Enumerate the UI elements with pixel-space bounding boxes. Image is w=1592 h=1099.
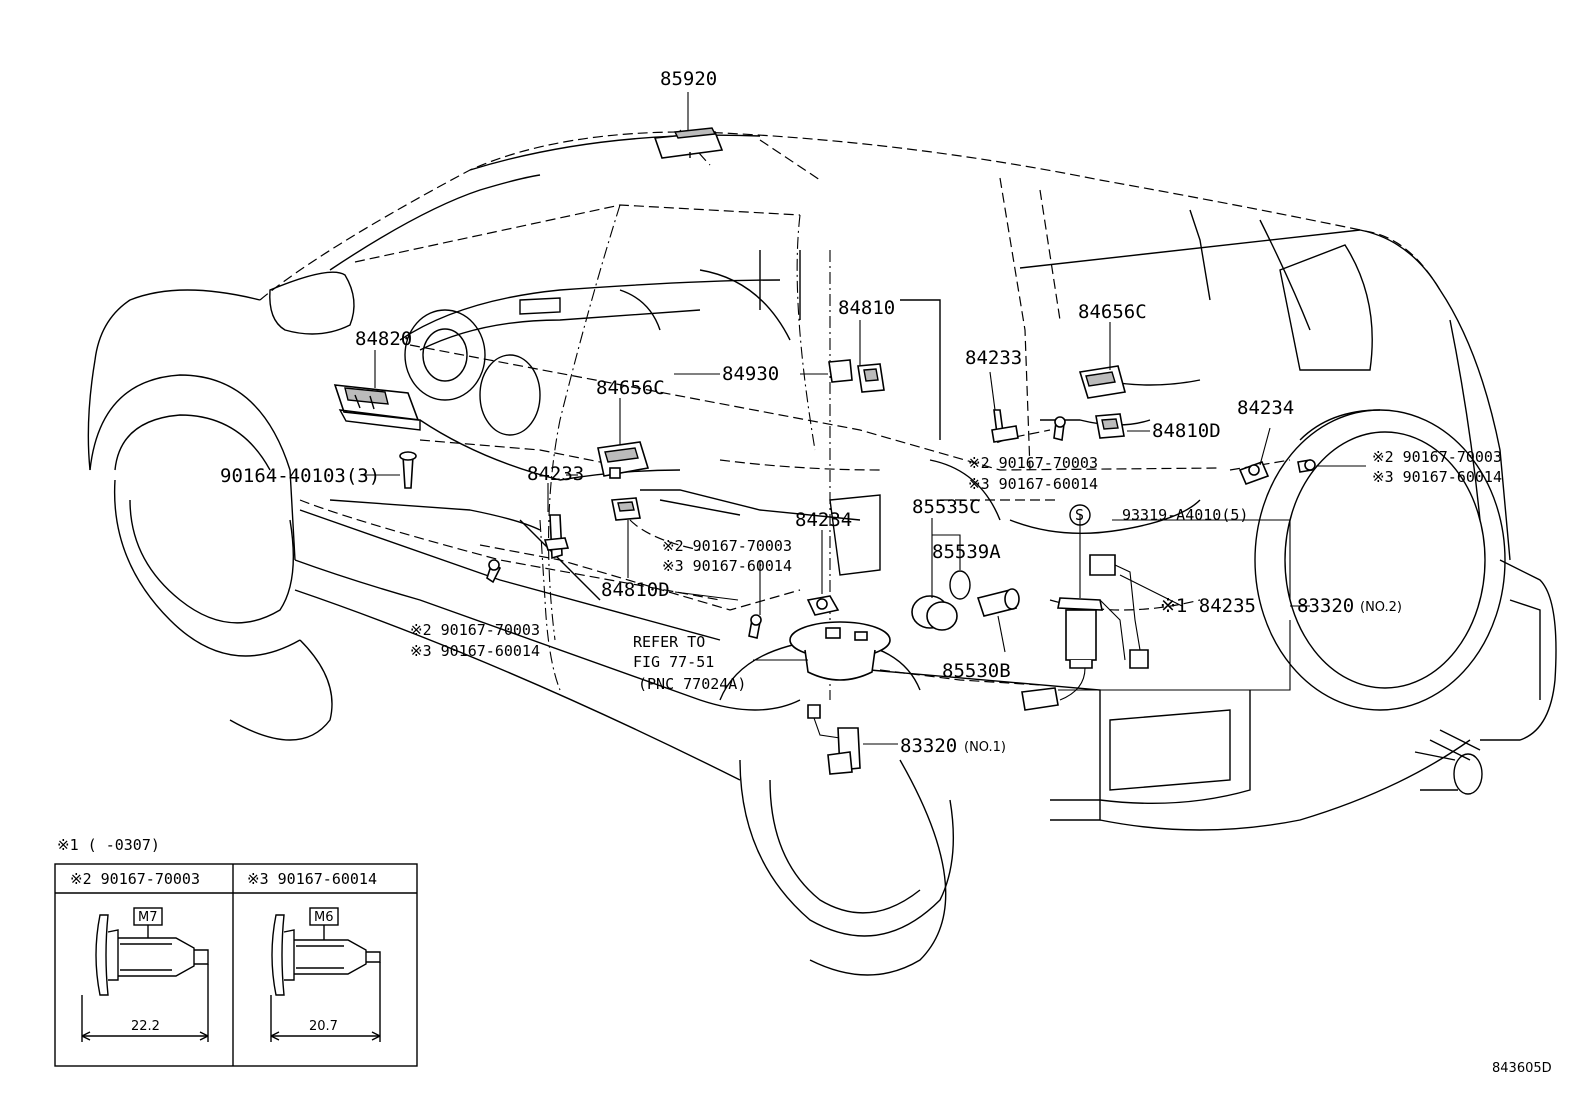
part-85920-shape	[653, 127, 724, 159]
label-c-rt-b: ※3 90167-60014	[1372, 468, 1502, 486]
part-84234-center-shape	[806, 595, 840, 616]
figure-id: 843605D	[1492, 1061, 1552, 1076]
part-85539A-shape	[949, 570, 971, 600]
label-84235: ※1 84235	[1160, 595, 1256, 617]
legend-col2-header: ※3 90167-60014	[247, 870, 377, 888]
label-85535C: 85535C	[912, 496, 981, 518]
label-84810D-center: 84810D	[601, 579, 670, 601]
part-bolt-rt-shape	[1297, 459, 1316, 473]
part-84810-shape	[857, 363, 885, 393]
legend-table: ※1 ( -0307) ※2 90167-70003 ※3 90167-6001…	[54, 836, 418, 1067]
label-s-symbol: S	[1075, 506, 1084, 524]
part-bolt-left-shape	[486, 559, 502, 584]
vehicle-outline	[87, 131, 1557, 976]
label-c-rmid-a: ※2 90167-70003	[968, 454, 1098, 472]
part-bolt-rmid-shape	[1053, 416, 1066, 441]
label-85920: 85920	[660, 68, 717, 90]
part-fuel-pump-no1-shape	[789, 621, 891, 681]
part-85535C-shape	[911, 595, 958, 631]
legend-frame	[54, 863, 418, 1067]
part-84233-left-shape	[543, 514, 570, 560]
label-c-rt-a: ※2 90167-70003	[1372, 448, 1502, 466]
callout-labels: 85920 84820 84810 84930 84656C 84656C 84…	[220, 68, 1502, 757]
label-refer-1: REFER TO	[633, 633, 705, 651]
label-84233-right: 84233	[965, 347, 1022, 369]
part-84810D-center-shape	[611, 497, 641, 521]
part-84234-right-shape	[1238, 460, 1270, 486]
legend-m7: M7	[138, 910, 158, 925]
label-refer-3: (PNC 77024A)	[638, 675, 746, 693]
part-83320-no1-shape	[807, 704, 861, 775]
label-84820: 84820	[355, 328, 412, 350]
part-90164-screw-shape	[399, 451, 417, 489]
part-84930-shape	[828, 359, 853, 383]
label-84234-center: 84234	[795, 509, 852, 531]
label-c-left-b: ※3 90167-60014	[410, 642, 540, 660]
label-c-mid-b: ※3 90167-60014	[662, 557, 792, 575]
part-fuel-pump-no2-shape	[1057, 597, 1126, 701]
leader-lines	[360, 92, 1366, 745]
label-85530B: 85530B	[942, 660, 1011, 682]
label-84656C-right: 84656C	[1078, 301, 1147, 323]
part-84820-shape	[333, 384, 421, 431]
label-84810-top: 84810	[838, 297, 895, 319]
label-85539A: 85539A	[932, 541, 1001, 563]
label-84234-right: 84234	[1237, 397, 1294, 419]
part-84656C-right-shape	[1078, 365, 1127, 399]
harness-lines	[409, 129, 1291, 700]
label-84656C-center: 84656C	[596, 377, 665, 399]
part-sender-box-shape	[1021, 687, 1059, 711]
label-83320-no1: 83320	[900, 735, 957, 757]
part-84656C-center-shape	[597, 441, 650, 479]
legend-col1-header: ※2 90167-70003	[70, 870, 200, 888]
label-84810D-right: 84810D	[1152, 420, 1221, 442]
label-c-rmid-b: ※3 90167-60014	[968, 475, 1098, 493]
label-84930: 84930	[722, 363, 779, 385]
part-bolt-center-shape	[748, 614, 762, 639]
legend-bolt-m6-icon: M6 20.7	[270, 907, 381, 1042]
label-c-mid-a: ※2 90167-70003	[662, 537, 792, 555]
label-83320-no2: 83320	[1297, 595, 1354, 617]
legend-length-2: 20.7	[309, 1019, 338, 1034]
label-refer-2: FIG 77-51	[633, 653, 714, 671]
label-83320-no2-suffix: (NO.2)	[1360, 600, 1402, 615]
legend-bolt-m7-icon: M7 22.2	[81, 907, 209, 1042]
label-93319: 93319-A4010(5)	[1122, 506, 1248, 524]
part-84810D-right-shape	[1095, 413, 1125, 439]
part-85530B-shape	[976, 588, 1020, 617]
legend-m6: M6	[314, 910, 334, 925]
legend-length-1: 22.2	[131, 1019, 160, 1034]
label-c-left-a: ※2 90167-70003	[410, 621, 540, 639]
part-84235-shape	[1089, 554, 1149, 669]
s-symbol-circle	[1069, 504, 1091, 526]
label-84233-left: 84233	[527, 463, 584, 485]
part-84233-right-shape	[991, 409, 1019, 444]
label-90164: 90164-40103(3)	[220, 465, 380, 487]
label-83320-no1-suffix: (NO.1)	[964, 740, 1006, 755]
legend-note: ※1 ( -0307)	[57, 836, 160, 854]
